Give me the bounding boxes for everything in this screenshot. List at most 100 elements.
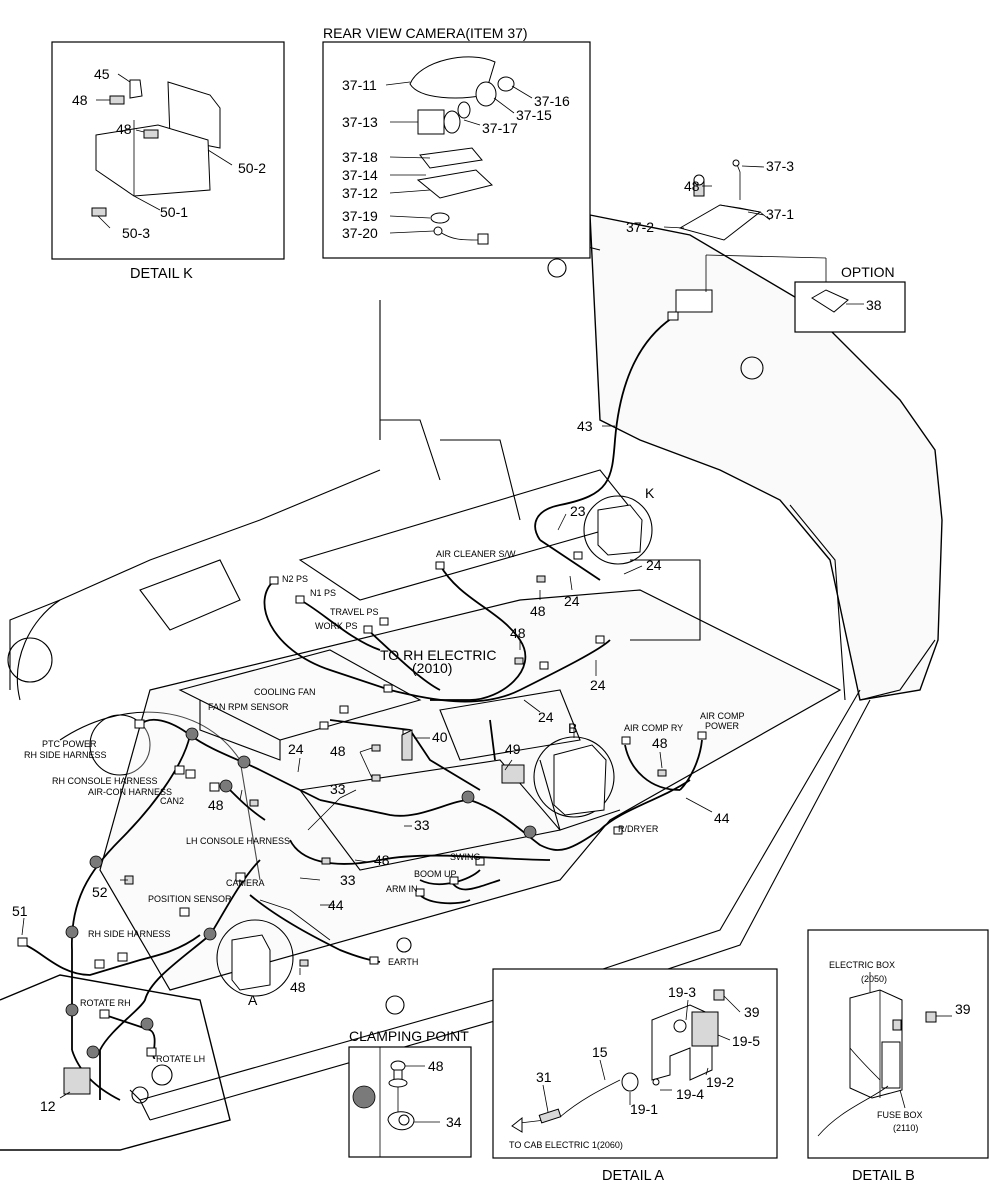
option-38: 38 — [866, 297, 882, 313]
detail-k-50-2: 50-2 — [238, 160, 266, 176]
detail-k-50-3: 50-3 — [122, 225, 150, 241]
label-44b: 44 — [328, 897, 344, 913]
machine-frame — [0, 214, 943, 1151]
label-to-rh-electric: TO RH ELECTRIC — [380, 647, 496, 663]
label-air-comp-ry: AIR COMP RY — [624, 723, 683, 733]
label-49: 49 — [505, 741, 521, 757]
label-A: A — [248, 992, 258, 1008]
detail-b-panel: ELECTRIC BOX (2050) 39 FUSE BOX (2110) D… — [807, 929, 989, 1184]
detail-k-48b: 48 — [116, 121, 132, 137]
label-rh-electric-ref: (2010) — [412, 660, 452, 676]
label-48d: 48 — [652, 735, 668, 751]
label-rotate-lh: ROTATE LH — [156, 1054, 205, 1064]
label-arm-in: ARM IN — [386, 884, 418, 894]
label-ptc-power: PTC POWER — [42, 739, 97, 749]
detail-k-48a: 48 — [72, 92, 88, 108]
camera-bracket: 48 37-3 37-2 37-1 OPTION 38 — [626, 158, 906, 333]
detail-a-panel: 19-3 39 19-5 15 19-2 31 19-4 19-1 TO CAB… — [492, 968, 778, 1184]
label-24a: 24 — [646, 557, 662, 573]
label-aircon: AIR-CON HARNESS — [88, 787, 172, 797]
connectors — [17, 311, 707, 1057]
label-48c: 48 — [330, 743, 346, 759]
camera-mount — [675, 289, 713, 313]
camera-cable — [534, 317, 673, 541]
option-title: OPTION — [841, 264, 895, 280]
label-24c: 24 — [590, 677, 606, 693]
label-48e: 48 — [208, 797, 224, 813]
label-48b: 48 — [510, 625, 526, 641]
label-33c: 33 — [340, 872, 356, 888]
label-40: 40 — [432, 729, 448, 745]
cam-37-12: 37-12 — [342, 185, 378, 201]
cam-37-16: 37-16 — [534, 93, 570, 109]
label-swing: SWING — [450, 852, 481, 862]
bracket-37-2: 37-2 — [626, 219, 654, 235]
detail-a-31: 31 — [536, 1069, 552, 1085]
label-44a: 44 — [714, 810, 730, 826]
detail-k-panel: 45 48 48 50-2 50-1 50-3 DETAIL K — [51, 41, 285, 282]
counterweight-body — [589, 214, 943, 701]
label-air-cleaner: AIR CLEANER S/W — [436, 549, 516, 559]
upper-deck — [99, 589, 842, 991]
detail-a-title: DETAIL A — [602, 1168, 664, 1184]
label-position-sensor: POSITION SENSOR — [148, 894, 232, 904]
label-48a: 48 — [530, 603, 546, 619]
label-air-comp-power-2: POWER — [705, 721, 740, 731]
label-work-ps: WORK PS — [315, 621, 358, 631]
cam-37-14: 37-14 — [342, 167, 378, 183]
label-24b: 24 — [564, 593, 580, 609]
label-33b: 33 — [414, 817, 430, 833]
bolts — [124, 575, 667, 967]
detail-b-electric-box: ELECTRIC BOX — [829, 960, 895, 970]
relay-49 — [501, 764, 525, 784]
main-labels: 43 K 23 24 24 48 48 24 24 24 48 40 49 B … — [12, 418, 745, 1114]
clamping-48: 48 — [428, 1058, 444, 1074]
wiring-harness — [17, 289, 713, 1101]
label-n2ps: N2 PS — [282, 574, 308, 584]
detail-a-19-4: 19-4 — [676, 1086, 704, 1102]
cam-37-11: 37-11 — [342, 77, 377, 93]
label-travel-ps: TRAVEL PS — [330, 607, 379, 617]
label-48f: 48 — [374, 852, 390, 868]
label-lh-console: LH CONSOLE HARNESS — [186, 836, 290, 846]
flexible-joint-40 — [401, 729, 413, 761]
detail-k-circle — [583, 495, 653, 565]
label-24d: 24 — [538, 709, 554, 725]
label-can2: CAN2 — [160, 796, 184, 806]
detail-a-19-1: 19-1 — [630, 1101, 658, 1117]
label-n1ps: N1 PS — [310, 588, 336, 598]
bracket-37-1: 37-1 — [766, 206, 794, 222]
detail-a-19-5: 19-5 — [732, 1033, 760, 1049]
detail-a-19-2: 19-2 — [706, 1074, 734, 1090]
leaders — [21, 254, 827, 1099]
detail-k-title: DETAIL K — [130, 266, 193, 282]
label-rh-console: RH CONSOLE HARNESS — [52, 776, 158, 786]
detail-a-39: 39 — [744, 1004, 760, 1020]
detail-b-electric-box-ref: (2050) — [861, 974, 887, 984]
label-rdryer: R/DRYER — [618, 824, 659, 834]
bracket-37-3: 37-3 — [766, 158, 794, 174]
detail-a-19-3: 19-3 — [668, 984, 696, 1000]
rear-camera-title: REAR VIEW CAMERA(ITEM 37) — [323, 25, 528, 41]
label-33a: 33 — [330, 781, 346, 797]
label-rotate-rh: ROTATE RH — [80, 998, 131, 1008]
detail-k-45: 45 — [94, 66, 110, 82]
detail-a-15: 15 — [592, 1044, 608, 1060]
cam-37-17: 37-17 — [482, 120, 518, 136]
label-43: 43 — [577, 418, 593, 434]
label-52: 52 — [92, 884, 108, 900]
cam-37-13: 37-13 — [342, 114, 378, 130]
label-48g: 48 — [290, 979, 306, 995]
label-boom-up: BOOM UP — [414, 869, 457, 879]
label-rh-side-harness-top: RH SIDE HARNESS — [24, 750, 107, 760]
label-51: 51 — [12, 903, 28, 919]
clamp-symbol — [352, 1085, 376, 1109]
bracket-48: 48 — [684, 178, 700, 194]
detail-b-39: 39 — [955, 1001, 971, 1017]
label-12: 12 — [40, 1098, 56, 1114]
rear-camera-panel: REAR VIEW CAMERA(ITEM 37) 37-11 37-16 37… — [322, 25, 591, 259]
cam-37-15: 37-15 — [516, 107, 552, 123]
detail-b-title: DETAIL B — [852, 1168, 915, 1184]
cam-37-20: 37-20 — [342, 225, 378, 241]
